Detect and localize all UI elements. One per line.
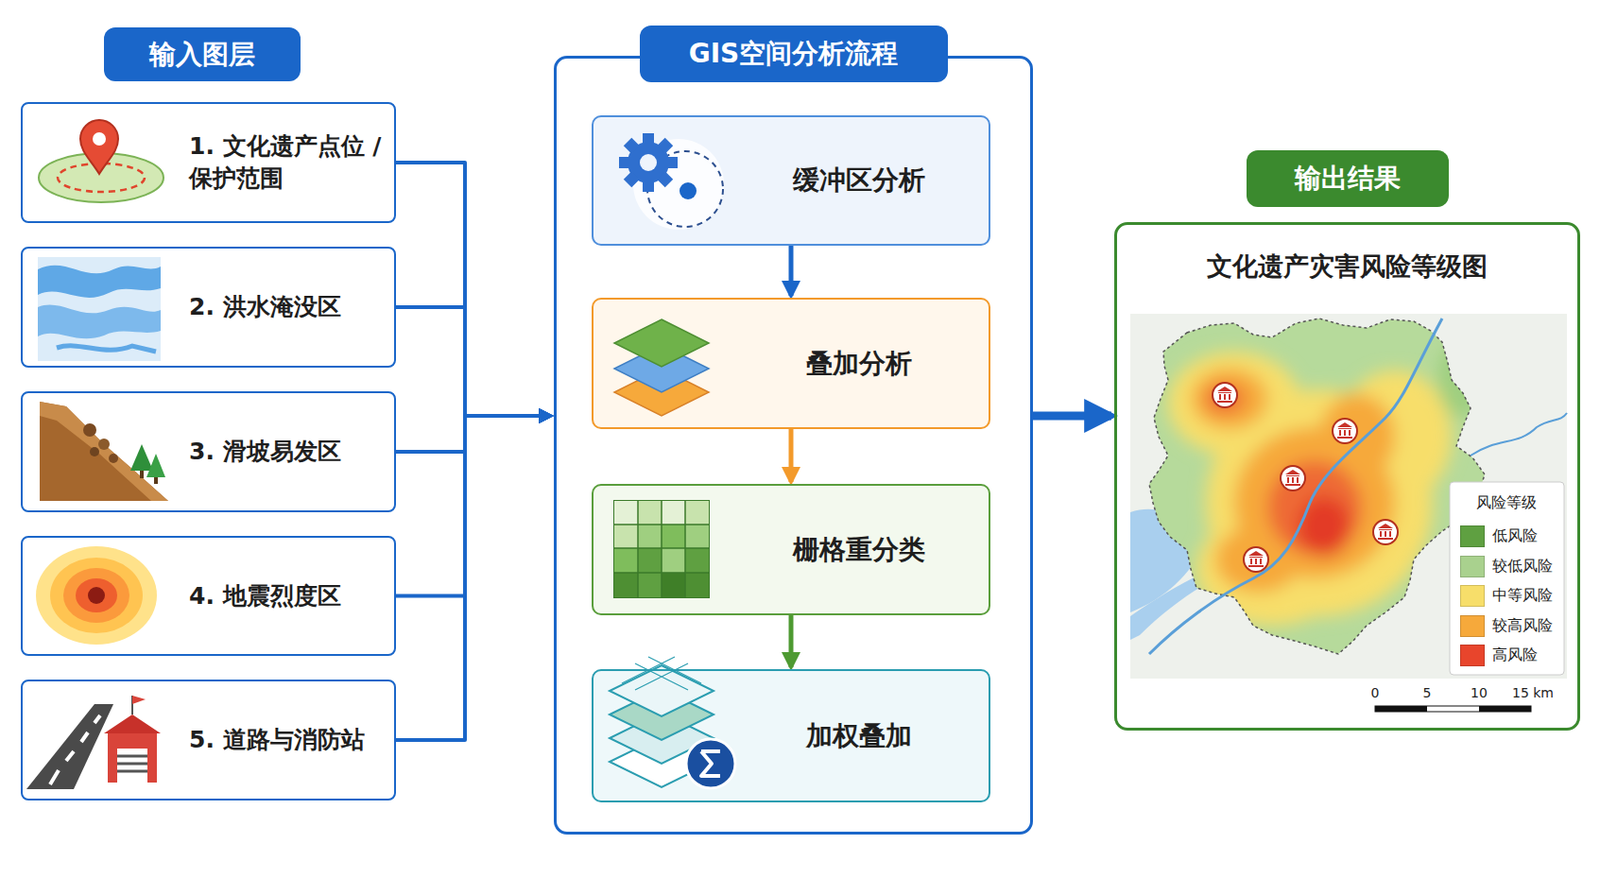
legend-text: 较低风险 [1492, 556, 1553, 577]
node-text: 输入图层 [149, 36, 256, 73]
process-box: 缓冲区分析 [591, 115, 991, 246]
landslide-icon [39, 401, 169, 501]
flow-arrow [395, 307, 551, 416]
legend-row: 中等风险 [1460, 584, 1553, 607]
scale-label: 10 [1470, 685, 1488, 701]
flow-arrow [1032, 412, 1112, 421]
box-fill [591, 483, 991, 616]
process-box: 栅格重分类 [591, 483, 991, 616]
legend-text: 低风险 [1492, 526, 1538, 547]
raster-grid-icon [614, 500, 709, 598]
flow-arrow [395, 162, 551, 416]
risk-map [1130, 313, 1567, 679]
node-text: 栅格重分类 [754, 532, 964, 568]
legend-title: 风险等级 [1476, 493, 1537, 514]
process-panel: GIS空间分析流程缓冲区分析叠加分析栅格重分类加权叠加 [553, 55, 1033, 835]
node-text: 3. 滑坡易发区 [189, 435, 385, 468]
flow-arrow [395, 415, 551, 597]
legend-swatch [1460, 525, 1485, 548]
legend-text: 中等风险 [1492, 585, 1553, 606]
flow-arrow [789, 245, 794, 296]
legend-row: 较低风险 [1460, 555, 1553, 578]
scale-label: 15 km [1512, 685, 1554, 701]
section-pill: 输出结果 [1246, 150, 1449, 207]
input-layer-box: 4. 地震烈度区 [20, 535, 396, 656]
flow-arrow [395, 415, 551, 452]
section-pill: GIS空间分析流程 [639, 25, 948, 83]
road-station-icon [26, 695, 161, 790]
legend-swatch [1460, 584, 1485, 607]
input-layer-box: 5. 道路与消防站 [20, 679, 396, 801]
legend-row: 较高风险 [1460, 615, 1553, 637]
flow-arrow [789, 429, 794, 482]
legend-row: 高风险 [1460, 644, 1538, 667]
input-layer-box: 1. 文化遗产点位 / 保护范围 [20, 102, 396, 224]
box-fill [591, 115, 991, 246]
flood-icon [37, 257, 161, 362]
box-fill [591, 297, 991, 430]
node-text: 加权叠加 [754, 718, 964, 755]
node-text: 4. 地震烈度区 [189, 580, 385, 613]
seismic-icon [35, 546, 157, 645]
buffer-icon [619, 133, 724, 230]
scale-label: 0 [1371, 685, 1380, 701]
node-text: 2. 洪水淹没区 [189, 291, 385, 324]
section-pill: 输入图层 [103, 27, 301, 82]
node-text: 5. 道路与消防站 [189, 723, 385, 757]
legend-swatch [1460, 555, 1485, 578]
input-layer-box: 3. 滑坡易发区 [20, 391, 396, 513]
legend-text: 高风险 [1492, 645, 1538, 666]
scale-label: 5 [1423, 685, 1432, 701]
flow-arrow [395, 415, 551, 740]
overlay-icon [614, 319, 709, 416]
legend-box [1449, 481, 1565, 675]
legend-swatch [1460, 615, 1485, 637]
process-box: 加权叠加 [591, 669, 991, 803]
scale-bar [1375, 705, 1532, 712]
flow-arrow [789, 615, 794, 668]
legend-text: 较高风险 [1492, 616, 1553, 637]
input-layer-box: 2. 洪水淹没区 [20, 246, 396, 368]
box-fill [20, 102, 396, 224]
node-text: 叠加分析 [754, 345, 964, 382]
node-text: 文化遗产灾害风险等级图 [1117, 249, 1578, 284]
node-text: 缓冲区分析 [754, 162, 964, 199]
heritage-pin-icon [38, 120, 164, 203]
node-text: 1. 文化遗产点位 / 保护范围 [189, 130, 385, 195]
legend-row: 低风险 [1460, 525, 1538, 548]
weighted-overlay-icon [609, 656, 736, 789]
legend-swatch [1460, 644, 1485, 667]
process-box: 叠加分析 [591, 297, 991, 430]
